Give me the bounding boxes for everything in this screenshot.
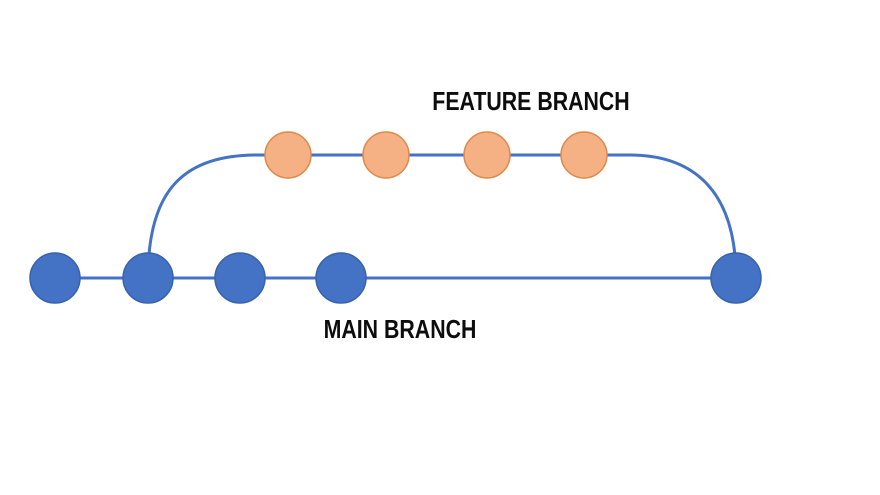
feature-branch-node [560, 131, 608, 179]
merge-in-curve [629, 153, 738, 279]
feature-branch-node [264, 131, 312, 179]
main-branch-node [29, 252, 81, 304]
main-branch-node [214, 252, 266, 304]
feature-branch-node [362, 131, 410, 179]
feature-branch-label: FEATURE BRANCH [432, 86, 630, 116]
main-branch-label: MAIN BRANCH [323, 314, 477, 344]
main-branch-node [315, 252, 367, 304]
branch-out-curve [146, 153, 259, 279]
feature-branch-node [463, 131, 511, 179]
main-branch-node [710, 252, 762, 304]
main-branch-node [122, 252, 174, 304]
